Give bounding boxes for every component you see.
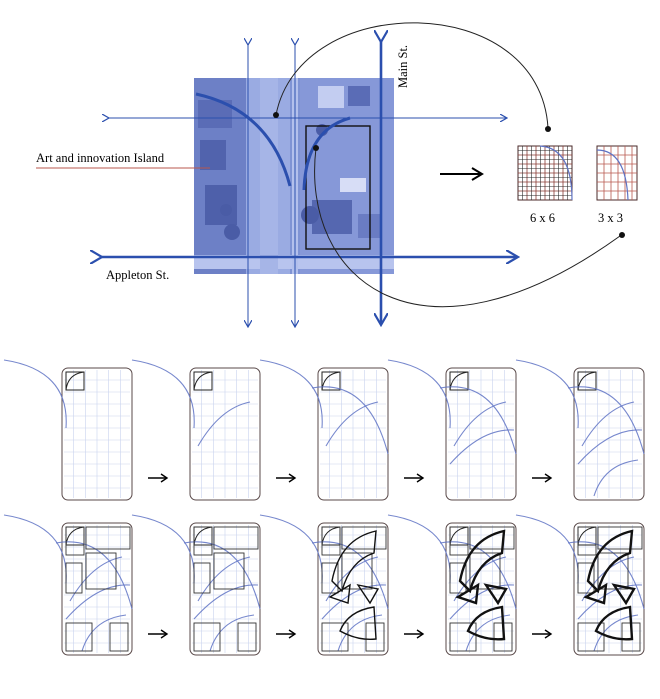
appleton-st-label: Appleton St. [106, 268, 169, 282]
step-panel-1-5 [515, 359, 645, 501]
grid-6x6-label: 6 x 6 [530, 211, 555, 225]
callout-curve-upper [275, 22, 549, 129]
process-row-1 [3, 359, 645, 501]
island-arc-left [195, 92, 292, 187]
grid-6x6: 6 x 6 [517, 145, 573, 225]
step-panel-1-3 [259, 359, 389, 501]
step-panel-2-4 [387, 514, 517, 656]
grid-3x3: 3 x 3 [596, 145, 638, 225]
right-arrow-icon [440, 167, 484, 181]
main-st-label: Main St. [396, 45, 410, 88]
step-panel-2-5 [515, 514, 645, 656]
step-panel-1-2 [131, 359, 261, 501]
step-panel-2-1 [3, 514, 133, 656]
step-panel-1-1 [3, 359, 133, 501]
site-boundary [305, 125, 371, 250]
grid-3x3-label: 3 x 3 [598, 211, 623, 225]
aerial-site-map: Art and innovation Island Appleton St. M… [36, 22, 625, 326]
step-panel-1-4 [387, 359, 517, 501]
callout-curve-lower [314, 147, 621, 308]
step-panel-2-3 [259, 514, 389, 656]
island-label: Art and innovation Island [36, 151, 165, 165]
aerial-texture [194, 78, 394, 274]
process-row-2 [3, 514, 645, 656]
step-panel-2-2 [131, 514, 261, 656]
